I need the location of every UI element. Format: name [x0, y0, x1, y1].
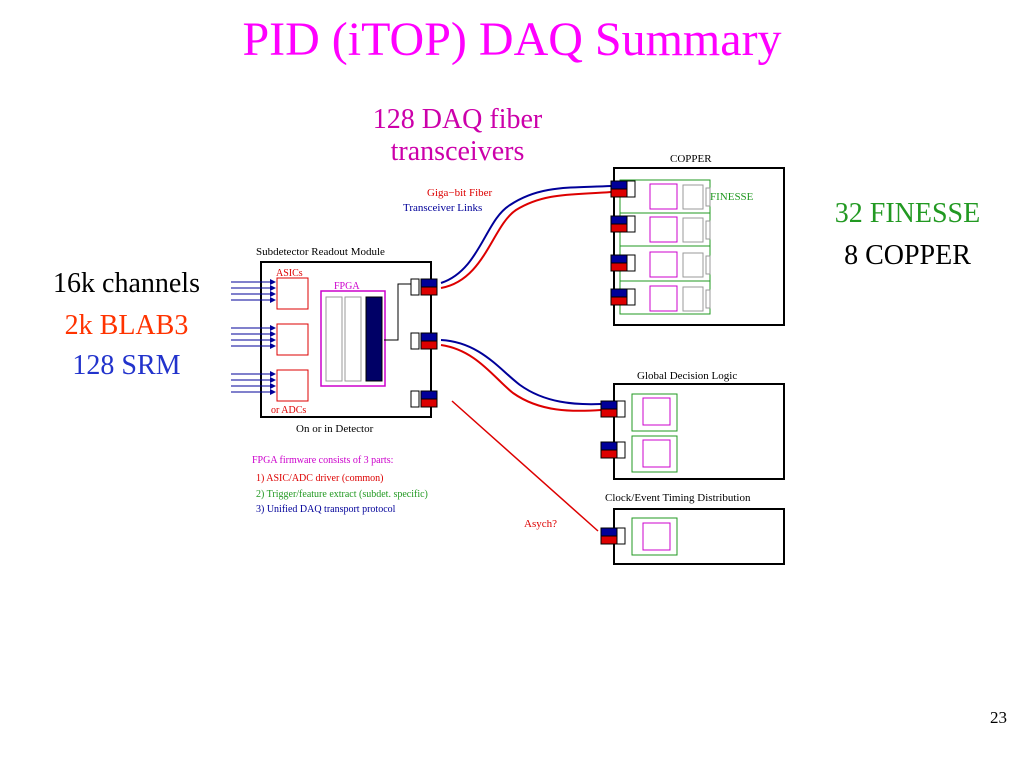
fpga-block-3	[365, 296, 383, 382]
channel-count: 16k channels	[53, 268, 200, 299]
copper-count: 8 COPPER	[844, 240, 971, 271]
fpga-block-2	[344, 296, 362, 382]
clock-module	[642, 522, 671, 551]
clock-slot	[631, 517, 678, 556]
asics-label: ASICs	[276, 268, 303, 279]
fpga-block-1	[325, 296, 343, 382]
fpga-link-lines	[384, 283, 411, 341]
asic-boxes	[276, 277, 309, 402]
adcs-label: or ADCs	[271, 405, 306, 416]
firmware-item-3: 3) Unified DAQ transport protocol	[256, 504, 396, 515]
clock-connector	[600, 527, 626, 545]
firmware-item-2: 2) Trigger/feature extract (subdet. spec…	[256, 489, 428, 500]
gdl-connectors	[600, 400, 626, 459]
fiber-blue-lower	[440, 339, 602, 406]
copper-label: COPPER	[670, 153, 712, 165]
srm-count: 128 SRM	[72, 350, 181, 381]
gigabit-fiber-label: Giga−bit Fiber	[427, 187, 493, 199]
fiber-links	[440, 185, 612, 532]
asych-label: Asych?	[524, 518, 557, 530]
input-arrowheads	[270, 279, 276, 395]
fiber-red-upper	[440, 191, 612, 289]
copper-slot-rails	[682, 184, 711, 312]
copper-modules	[649, 183, 678, 312]
clock-label: Clock/Event Timing Distribution	[605, 492, 751, 504]
finesse-label: FINESSE	[710, 191, 754, 203]
page-number: 23	[990, 708, 1007, 727]
firmware-item-1: 1) ASIC/ADC driver (common)	[256, 473, 384, 484]
fiber-red-lower	[440, 344, 602, 412]
gdl-slots	[631, 393, 678, 473]
firmware-title: FPGA firmware consists of 3 parts:	[252, 455, 393, 466]
transceiver-links-label: Transceiver Links	[403, 202, 482, 214]
fiber-blue-upper	[440, 185, 612, 284]
fiber-label-line2: transceivers	[390, 136, 525, 167]
fiber-label-line1: 128 DAQ fiber	[372, 104, 543, 135]
detector-label: On or in Detector	[296, 423, 374, 435]
readout-connectors	[410, 278, 438, 408]
gdl-label: Global Decision Logic	[637, 370, 737, 382]
clock-crate	[613, 508, 785, 565]
slide-title: PID (iTOP) DAQ Summary	[242, 13, 782, 66]
fiber-transceivers-label: 128 DAQ fiber transceivers	[345, 104, 570, 168]
fpga-label: FPGA	[334, 281, 360, 292]
copper-connectors	[610, 180, 636, 306]
finesse-count: 32 FINESSE	[834, 198, 981, 229]
blab3-count: 2k BLAB3	[64, 310, 189, 341]
async-line	[451, 400, 599, 532]
input-channel-arrows	[231, 281, 275, 393]
readout-module-label: Subdetector Readout Module	[256, 246, 385, 258]
gdl-modules	[642, 397, 671, 468]
finesse-slots	[619, 179, 711, 315]
